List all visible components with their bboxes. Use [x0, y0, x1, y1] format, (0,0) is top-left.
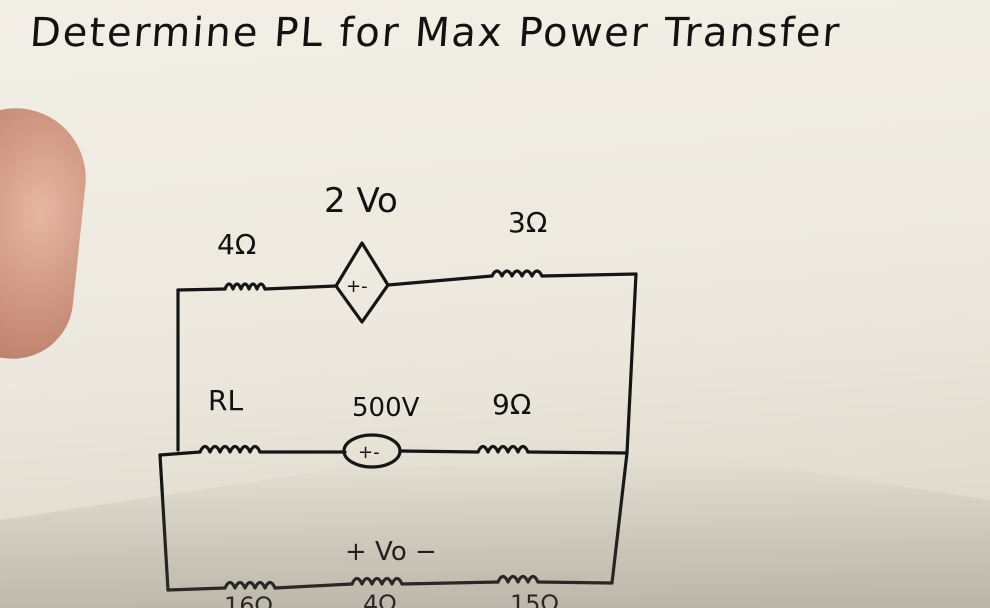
- resistor-4ohm-top: [223, 282, 267, 291]
- resistor-15ohm: [496, 574, 540, 584]
- wire-mid-right: [398, 449, 480, 454]
- wire-mid-end: [526, 450, 629, 455]
- wire-top-left: [176, 287, 227, 292]
- label-source-polarity: +-: [358, 442, 380, 463]
- wire-bottom-left: [166, 586, 227, 592]
- label-4ohm-top: 4Ω: [217, 228, 256, 261]
- label-15ohm: 15Ω: [510, 590, 559, 608]
- wire-top-mid: [263, 284, 338, 291]
- label-rl: RL: [208, 384, 243, 417]
- label-dep-polarity: +-: [346, 276, 368, 297]
- wire-bottom-end: [536, 580, 614, 585]
- label-500v: 500V: [352, 393, 420, 423]
- wire-top-right: [386, 274, 494, 287]
- resistor-3ohm: [490, 269, 544, 278]
- wire-left-lower: [158, 453, 170, 592]
- wire-top-end: [540, 272, 638, 278]
- label-dependent-source: 2 Vo: [324, 181, 398, 221]
- label-vo: + Vo −: [345, 537, 437, 567]
- wire-right-lower: [610, 451, 629, 585]
- resistor-4ohm-bottom: [350, 576, 404, 586]
- resistor-9ohm: [476, 444, 530, 454]
- wire-mid-left: [158, 450, 202, 457]
- resistor-16ohm: [223, 580, 277, 590]
- wire-bottom-right: [400, 580, 500, 586]
- wire-right-upper: [625, 272, 638, 455]
- resistor-rl: [198, 444, 262, 454]
- label-9ohm: 9Ω: [492, 388, 531, 421]
- label-4ohm-bottom: 4Ω: [363, 590, 397, 608]
- label-16ohm: 16Ω: [224, 592, 273, 608]
- label-3ohm: 3Ω: [508, 206, 547, 239]
- wire-bottom-mid: [273, 582, 354, 590]
